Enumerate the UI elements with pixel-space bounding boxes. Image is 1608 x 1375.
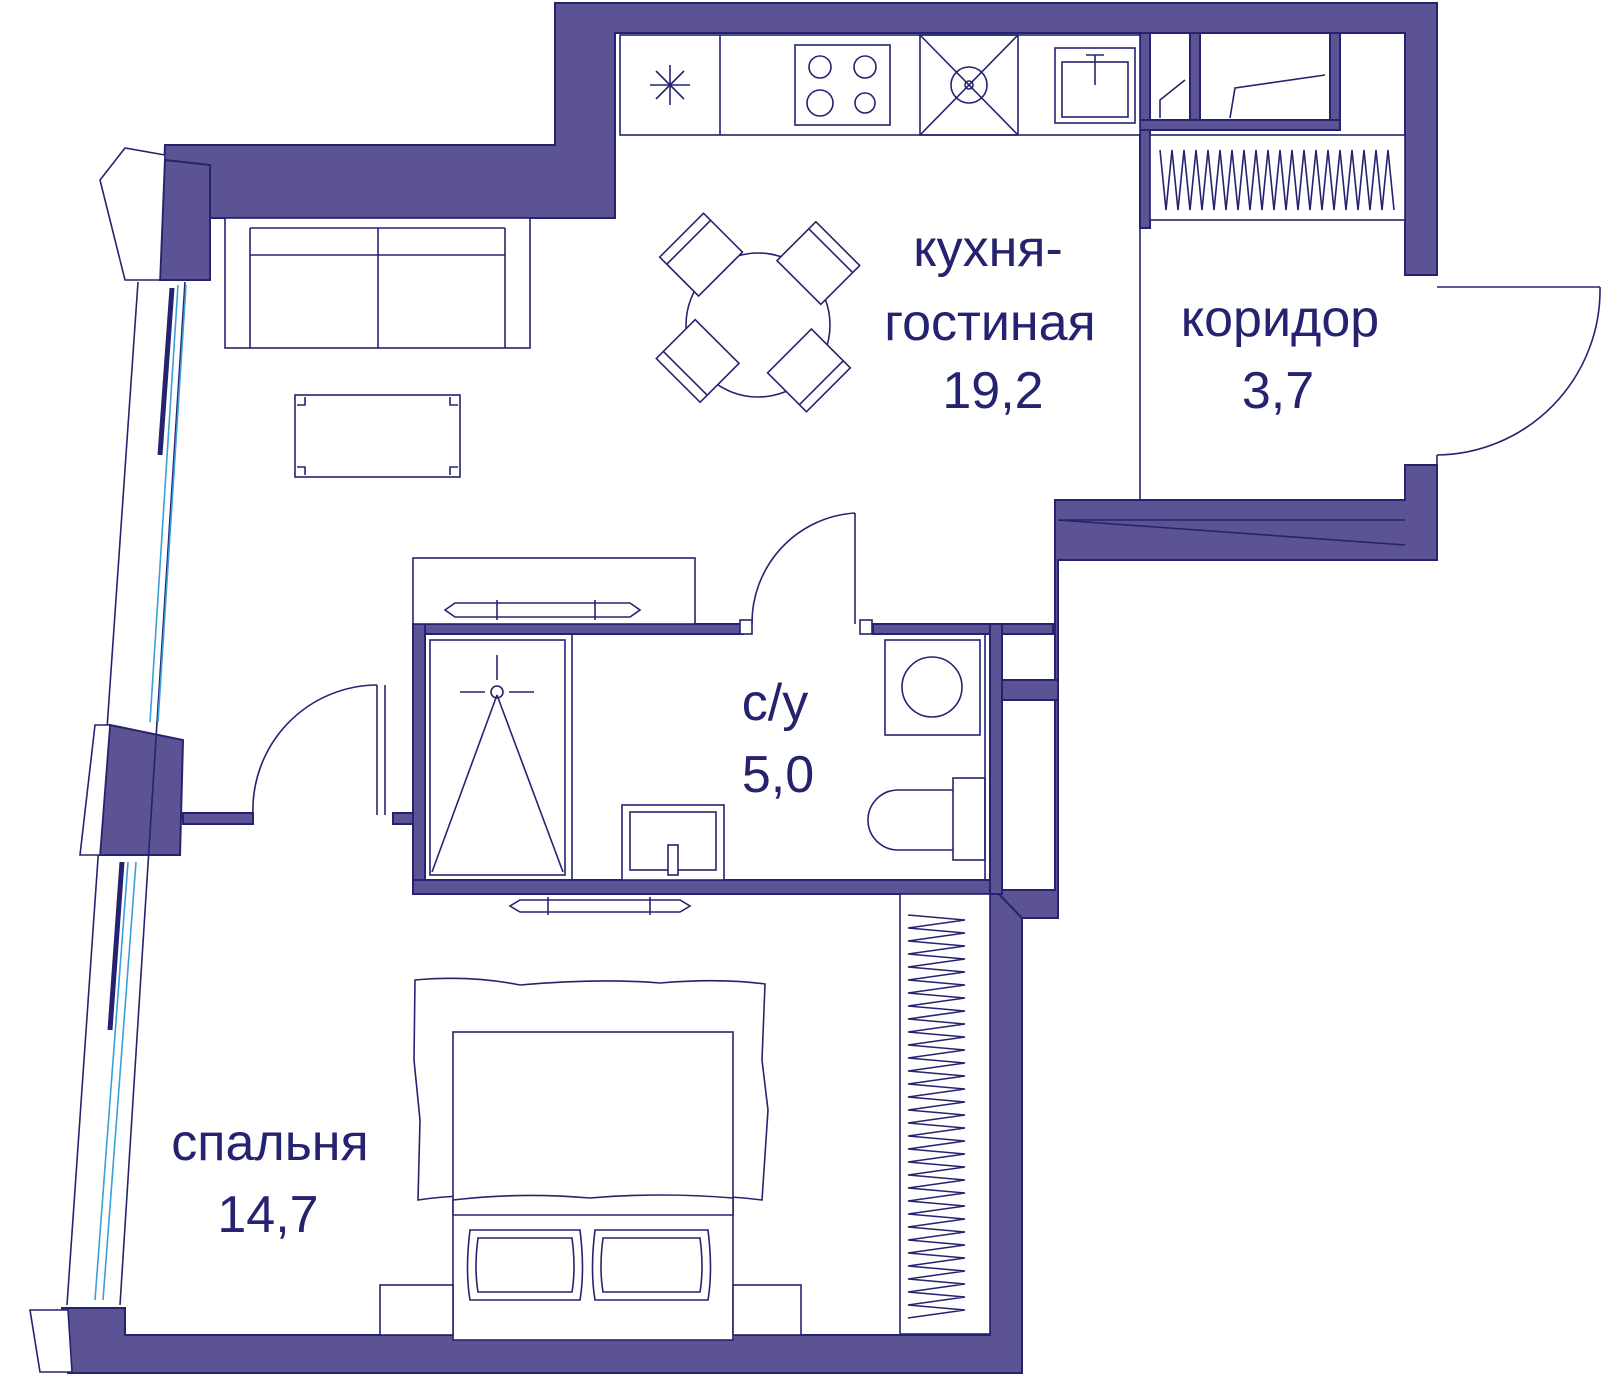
- wall-closet-divider: [1189, 32, 1201, 126]
- dining-chair: [655, 318, 741, 404]
- window-glass-top-1: [149, 284, 179, 723]
- windows: [29, 147, 187, 1373]
- bathroom-name: с/у: [742, 674, 808, 732]
- bedroom-shelf: [508, 897, 692, 915]
- living-shelf: [412, 557, 696, 625]
- bedroom-area: 14,7: [217, 1186, 318, 1244]
- wall-bath-right: [989, 623, 1003, 895]
- window-frame-mid: [79, 724, 111, 856]
- cooktop-icon: [794, 44, 891, 126]
- wall-top: [158, 2, 1438, 281]
- window-sash-bottom: [107, 861, 125, 1031]
- kitchen-sink-icon: [1054, 47, 1136, 124]
- closet-shelf-2: [1229, 74, 1326, 119]
- window-glass-bottom-1: [94, 861, 129, 1301]
- bedroom-name: спальня: [171, 1114, 368, 1172]
- dining-set: [655, 212, 861, 413]
- bedroom-door[interactable]: [252, 684, 386, 816]
- pillow: [591, 1229, 712, 1301]
- oven-icon: [919, 34, 1019, 136]
- corridor-wardrobe: [1149, 134, 1406, 221]
- sofa: [224, 217, 531, 349]
- bathroom-door[interactable]: [739, 512, 873, 635]
- bathroom-sink: [621, 804, 725, 881]
- ventilation-icon: [650, 65, 690, 105]
- entrance-door[interactable]: [1436, 286, 1601, 465]
- wall-closet-bottom: [1139, 119, 1341, 131]
- wall-left-pillar-top: [158, 158, 211, 281]
- wall-bath-bottom: [412, 879, 994, 895]
- toilet: [867, 777, 986, 861]
- wall-left-pillar-mid: [98, 723, 185, 856]
- room-labels: кухня- гостиная 19,2 коридор 3,7 с/у 5,0…: [171, 220, 1379, 1244]
- window-frame-top: [99, 147, 166, 281]
- shower: [429, 639, 566, 876]
- closet-shelf-1: [1159, 79, 1186, 118]
- corridor-wardrobe-zigzag: [1159, 149, 1395, 211]
- bedroom-wardrobe-zigzag: [907, 914, 966, 1319]
- kitchen-counter: [619, 34, 1326, 136]
- window-frame-bottom: [29, 1309, 73, 1373]
- wall-closet-right: [1329, 32, 1341, 126]
- kitchen-name-line1: кухня-: [913, 220, 1063, 278]
- wall-bath-right-stub: [999, 679, 1059, 701]
- blanket-edge: [452, 1194, 734, 1216]
- wall-bath-top-right: [872, 623, 1054, 635]
- bathroom-area: 5,0: [742, 746, 814, 804]
- kitchen-area: 19,2: [942, 362, 1043, 420]
- nightstand: [732, 1284, 802, 1336]
- dining-chair: [658, 212, 744, 298]
- facade-line-inner: [119, 281, 186, 1306]
- corridor-name: коридор: [1181, 290, 1379, 348]
- nightstand: [379, 1284, 454, 1336]
- corridor-area: 3,7: [1242, 362, 1314, 420]
- corridor-lower-strip: [1057, 519, 1406, 546]
- pillow: [466, 1229, 584, 1301]
- bed: [379, 977, 802, 1341]
- window-glass-bottom-2: [102, 861, 137, 1301]
- wall-bedroom-door-stub: [182, 812, 254, 825]
- coffee-table: [294, 394, 461, 478]
- bedroom-wardrobe: [899, 893, 991, 1335]
- kitchen-counter-body: [619, 34, 1141, 136]
- window-sash-top: [157, 287, 175, 456]
- wall-bath-door-stub: [392, 812, 414, 825]
- dining-chair: [766, 327, 852, 413]
- wall-bath-top-left: [412, 623, 744, 635]
- wall-bath-left: [412, 623, 426, 895]
- kitchen-name-line2: гостиная: [884, 294, 1095, 352]
- washing-machine: [884, 639, 981, 736]
- window-glass-top-2: [157, 284, 187, 723]
- dining-chair: [775, 220, 861, 306]
